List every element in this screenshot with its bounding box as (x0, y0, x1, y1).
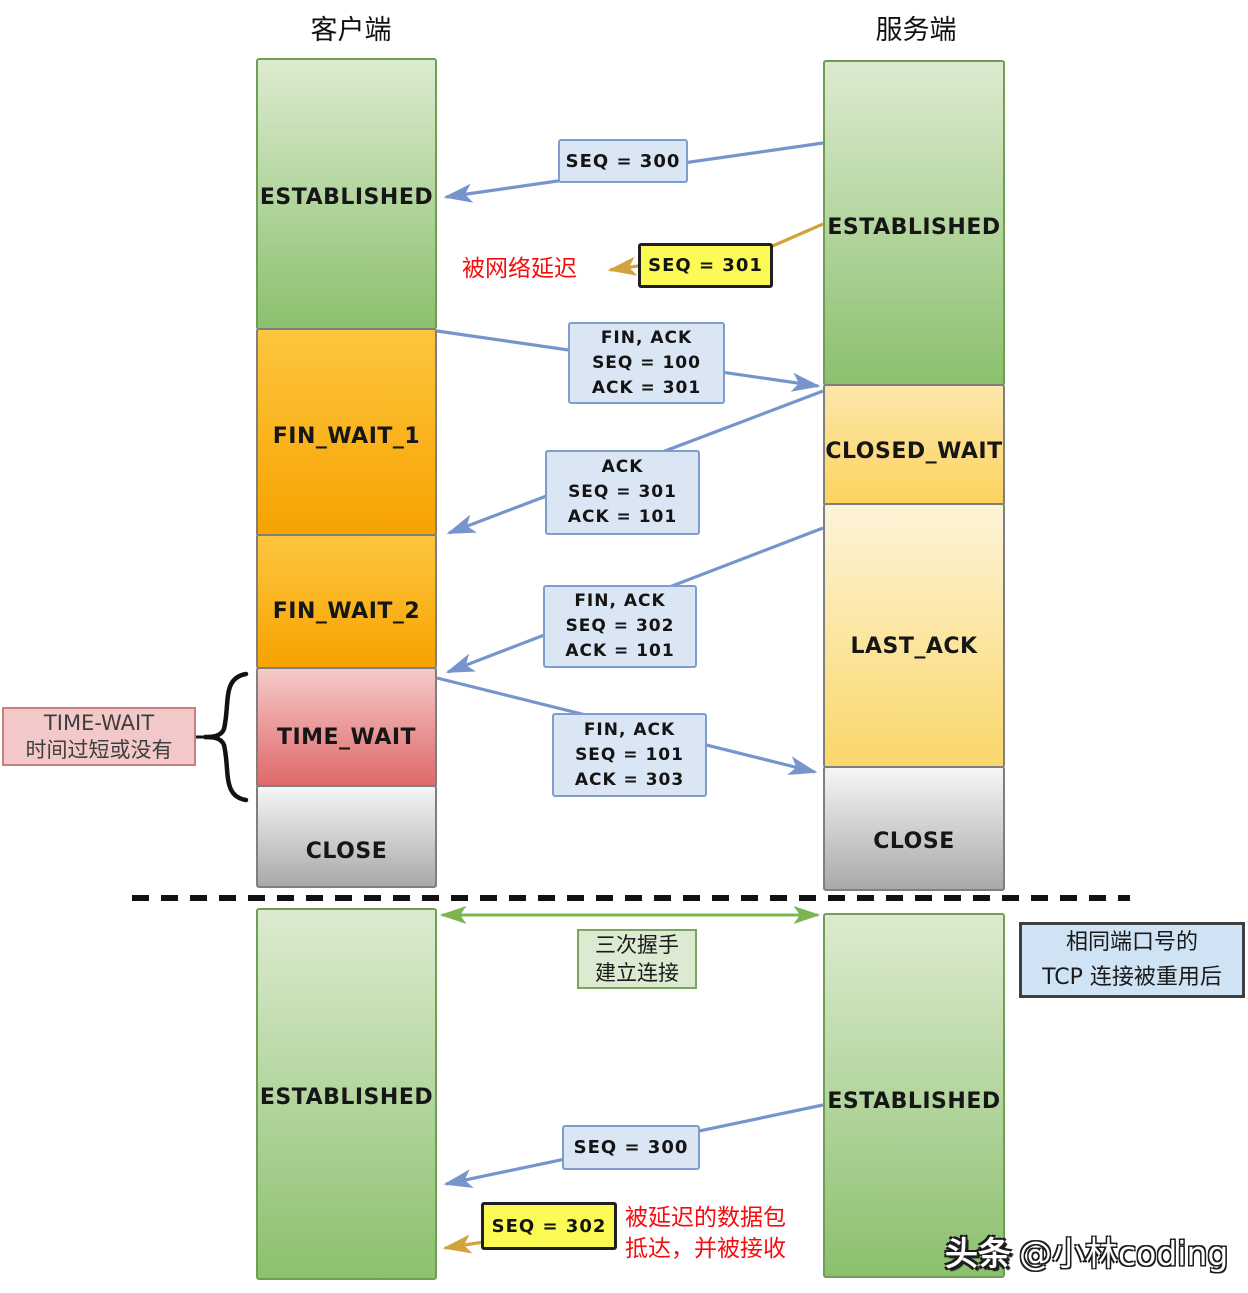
state-client-close: CLOSE (305, 839, 388, 864)
client-header: 客户端 (310, 15, 392, 46)
client-lifeline-top (256, 58, 437, 888)
state-client-fin-wait-1: FIN_WAIT_1 (272, 424, 421, 449)
server-lifeline-bottom (823, 913, 1005, 1278)
server-lifeline-top (823, 60, 1005, 891)
msg-line: ACK = 101 (567, 507, 678, 527)
msg-line: SEQ = 301 (568, 482, 677, 502)
note-line: TCP 连接被重用后 (1042, 965, 1222, 990)
client-established-segment-bottom (256, 908, 437, 1280)
note-line: 建立连接 (595, 961, 679, 985)
client-fin-wait-1-segment (256, 327, 437, 537)
watermark-handle: @小林coding (1019, 1234, 1229, 1273)
msg-seq-302-delayed: SEQ = 302 (481, 1202, 617, 1250)
msg-line: ACK = 301 (591, 377, 702, 398)
msg-line: SEQ = 302 (565, 616, 675, 636)
msg-seq-300-bottom: SEQ = 300 (562, 1125, 700, 1170)
msg-line: ACK (601, 457, 644, 477)
note-line: TIME-WAIT (43, 710, 155, 735)
msg-line: ACK = 101 (565, 641, 675, 661)
msg-line: SEQ = 101 (575, 744, 684, 765)
msg-seq-300-top: SEQ = 300 (558, 139, 688, 183)
state-client-established-bottom: ESTABLISHED (259, 1085, 434, 1110)
msg-fin-ack-100: FIN, ACK SEQ = 100 ACK = 301 (568, 322, 725, 404)
note-line: 被延迟的数据包 (625, 1205, 786, 1231)
server-closed-wait-segment (823, 383, 1005, 506)
watermark: 头条@小林coding (945, 1227, 1228, 1275)
server-close-segment (823, 765, 1005, 891)
state-server-established-top: ESTABLISHED (827, 215, 1001, 240)
state-client-established-top: ESTABLISHED (259, 185, 434, 210)
state-server-closed-wait: CLOSED_WAIT (825, 439, 1003, 464)
note-line: 抵达，并被接收 (625, 1236, 786, 1262)
state-client-fin-wait-2: FIN_WAIT_2 (272, 599, 421, 624)
client-lifeline-bottom (256, 908, 437, 1280)
msg-line: SEQ = 100 (592, 352, 701, 373)
msg-ack-301: ACK SEQ = 301 ACK = 101 (545, 450, 700, 535)
note-delayed-arrival: 被延迟的数据包 抵达，并被接收 (625, 1203, 786, 1265)
msg-seq-301-delayed: SEQ = 301 (638, 243, 773, 288)
msg-line: FIN, ACK (574, 591, 666, 611)
curly-brace-icon (203, 671, 249, 803)
watermark-brand: 头条 (945, 1234, 1011, 1273)
server-last-ack-segment (823, 503, 1005, 768)
msg-fin-ack-101: FIN, ACK SEQ = 101 ACK = 303 (552, 713, 707, 797)
state-server-close: CLOSE (873, 829, 955, 854)
note-line: 相同端口号的 (1065, 930, 1198, 955)
note-handshake: 三次握手 建立连接 (577, 929, 697, 989)
state-server-last-ack: LAST_ACK (850, 634, 978, 659)
client-close-segment (256, 785, 437, 888)
note-time-wait: TIME-WAIT 时间过短或没有 (2, 707, 196, 766)
note-line: 时间过短或没有 (25, 737, 173, 762)
server-established-segment-bottom (823, 913, 1005, 1278)
server-established-segment (823, 60, 1005, 386)
msg-line: ACK = 303 (574, 769, 685, 790)
msg-fin-ack-302: FIN, ACK SEQ = 302 ACK = 101 (543, 585, 697, 668)
server-header: 服务端 (875, 15, 957, 46)
note-port-reuse: 相同端口号的 TCP 连接被重用后 (1019, 922, 1245, 998)
state-server-established-bottom: ESTABLISHED (827, 1089, 1001, 1114)
note-line: 三次握手 (595, 933, 679, 957)
state-client-time-wait: TIME_WAIT (276, 725, 417, 750)
client-established-segment (256, 58, 437, 330)
client-time-wait-segment (256, 666, 437, 788)
arrow-seq-301-from-server (767, 222, 824, 250)
msg-line: FIN, ACK (600, 327, 693, 348)
msg-line: FIN, ACK (583, 719, 676, 740)
note-network-delayed: 被网络延迟 (462, 256, 577, 282)
